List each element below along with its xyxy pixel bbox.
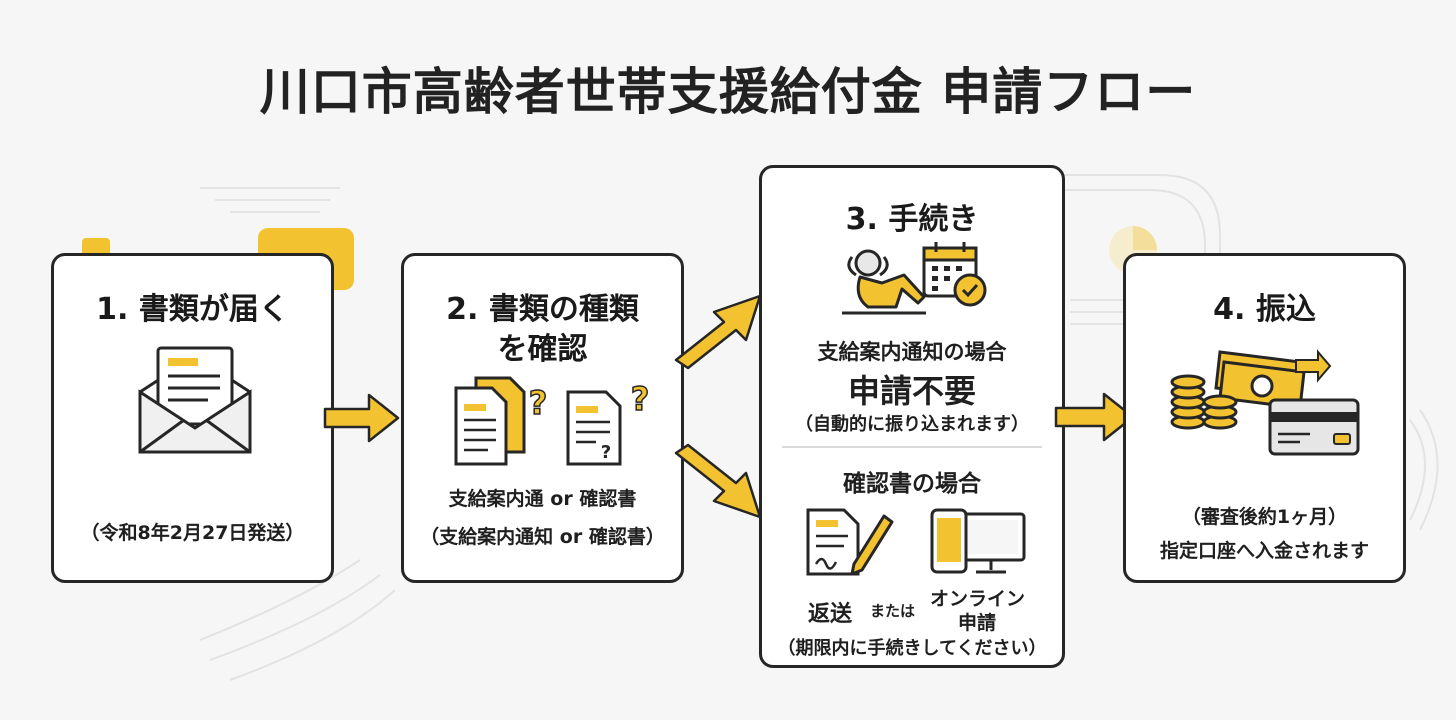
step4-note-line1: （審査後約1ヶ月） [1181, 506, 1348, 528]
document-pen-icon [806, 508, 894, 576]
step3-case2-label: 確認書の場合 [843, 471, 981, 497]
money-coins-icon [1170, 349, 1332, 430]
svg-text:?: ? [529, 384, 548, 422]
step3-divider [782, 446, 1042, 448]
step3-case2-options: 返送 または オンライン 申請 [762, 584, 1062, 634]
arrow-step2-to-step3-case1 [674, 294, 762, 370]
relaxing-person-icon [842, 249, 926, 315]
step4-heading: 4. 振込 [1213, 292, 1316, 327]
step3-option-online-line2: 申請 [958, 612, 997, 634]
arrow-step2-to-step3-case2 [674, 443, 762, 519]
document-question-icon: ? [454, 376, 548, 466]
step2-card: 2. 書類の種類 を確認 ? ? ? 支給案内通 or 確認書 （支給案内通知 … [401, 253, 684, 583]
step3-heading: 3. 手続き [845, 202, 979, 237]
page-title: 川口市高齢者世帯支援給付金 申請フロー [259, 63, 1197, 121]
phone-monitor-icon [930, 508, 1026, 574]
step2-note: （支給案内通知 or 確認書） [420, 526, 665, 548]
step3-option-return: 返送 [808, 602, 853, 627]
bank-card-icon [1268, 398, 1360, 456]
document-question-icon: ? ? [566, 379, 650, 466]
step3-case1-emphasis: 申請不要 [847, 372, 976, 410]
step1-card: 1. 書類が届く （令和8年2月27日発送） [51, 253, 334, 583]
svg-text:?: ? [601, 442, 611, 463]
step1-heading: 1. 書類が届く [96, 292, 289, 327]
step3-case1-label: 支給案内通知の場合 [817, 340, 1007, 364]
step3-case2-note: （期限内に手続きしてください） [777, 638, 1047, 659]
step3-option-connector: または [870, 602, 916, 620]
step4-card: 4. 振込 （審査後約1ヶ月） 指定口座へ入金されます [1123, 253, 1406, 583]
step2-label: 支給案内通 or 確認書 [448, 488, 637, 510]
envelope-letter-icon [138, 346, 252, 454]
step2-heading-line2: を確認 [497, 332, 588, 367]
calendar-check-icon [922, 242, 987, 307]
step1-note: （令和8年2月27日発送） [80, 522, 305, 544]
step4-note-line2: 指定口座へ入金されます [1159, 540, 1369, 562]
arrow-step1-to-step2 [323, 393, 400, 443]
step3-option-online-line1: オンライン [930, 588, 1026, 610]
svg-text:?: ? [631, 380, 650, 418]
arrow-step3-to-step4 [1054, 392, 1135, 442]
step3-card: 3. 手続き 支給案内通知の場合 申請不要 （自動的に振り込まれます） 確認書の… [759, 165, 1065, 668]
step3-case1-note: （自動的に振り込まれます） [795, 414, 1029, 435]
step2-heading-line1: 2. 書類の種類 [446, 292, 639, 327]
